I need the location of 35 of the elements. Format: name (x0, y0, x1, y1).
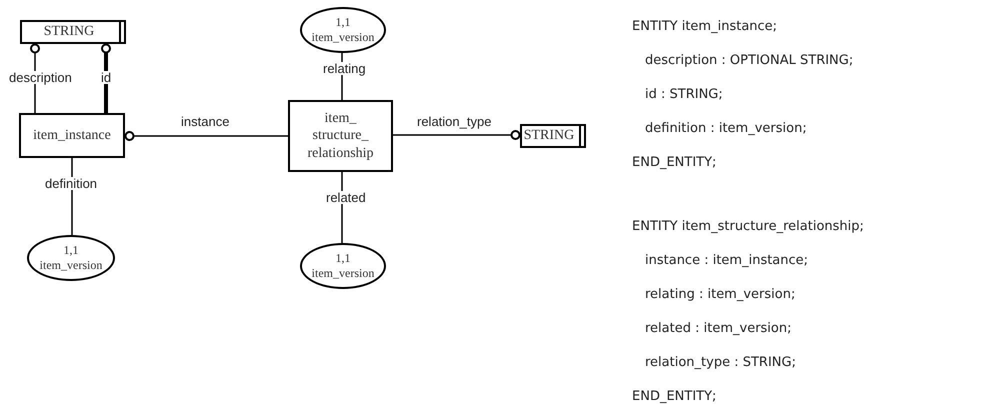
node-text: 1,1 (336, 15, 350, 30)
code-line: description : OPTIONAL STRING; (644, 52, 854, 70)
node-text: STRING (44, 23, 96, 41)
code-line: ENTITY item_structure_relationship; (632, 218, 864, 236)
node-text: item_version (40, 258, 102, 273)
node-text: 1,1 (64, 243, 78, 258)
code-line: instance : item_instance; (644, 252, 808, 270)
node-text: STRING (524, 127, 576, 145)
connector-line (393, 130, 520, 140)
node-text: item_version (312, 30, 374, 45)
entity-box (19, 113, 125, 158)
connector-line (101, 44, 111, 113)
connector-line (124, 131, 288, 141)
edge-label: definition (44, 177, 98, 190)
node-text: item_instance (33, 126, 111, 144)
edge-label: instance (180, 115, 230, 128)
code-line: relating : item_version; (644, 286, 796, 304)
node-text: item_ structure_ relationship (306, 110, 375, 162)
code-line: id : STRING; (644, 86, 723, 104)
edge-label: relating (322, 62, 367, 75)
code-line: related : item_version; (644, 320, 792, 338)
edge-label: relation_type (416, 115, 492, 128)
edge-label: related (325, 191, 367, 204)
code-line: relation_type : STRING; (644, 354, 796, 372)
code-line: END_ENTITY; (632, 154, 716, 172)
code-line: definition : item_version; (644, 120, 807, 138)
simple-type-box (520, 124, 586, 148)
edge-label: description (8, 71, 73, 84)
node-text: 1,1 (336, 251, 350, 266)
code-line: END_ENTITY; (632, 388, 716, 406)
edge-label: id (100, 71, 112, 84)
code-line: ENTITY item_instance; (632, 18, 778, 36)
node-text: item_version (312, 266, 374, 281)
simple-type-box (20, 20, 126, 44)
entity-box (288, 100, 393, 172)
